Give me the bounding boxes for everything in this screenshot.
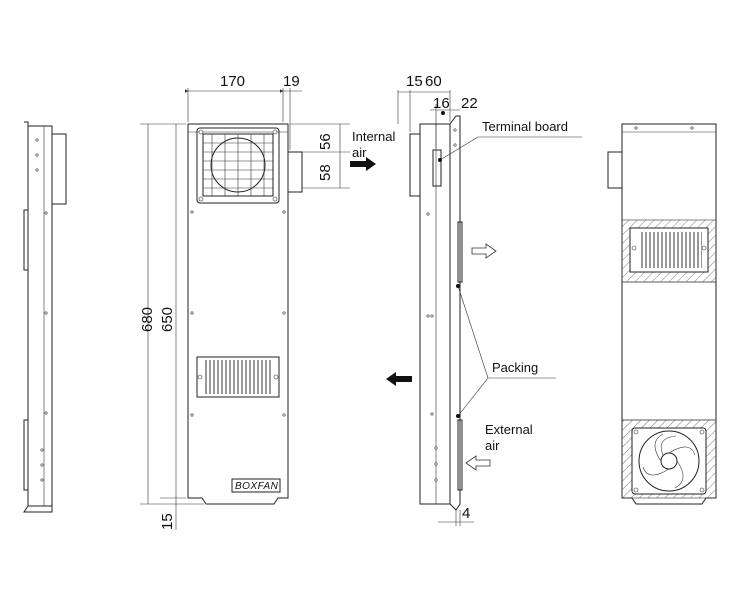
- external-air-label-1: External: [485, 422, 533, 437]
- internal-fan-profile: [409, 133, 421, 197]
- brand-label: BOXFAN: [235, 481, 279, 492]
- dim-reference-dot: [441, 111, 445, 115]
- terminal-board-label: Terminal board: [482, 119, 568, 134]
- rear-view: [607, 123, 717, 505]
- external-air-in-arrow: [465, 455, 491, 471]
- left-rail-lower: [23, 419, 29, 491]
- internal-air-in-arrow: [350, 157, 376, 171]
- dim-bottom-offset: 15: [159, 513, 176, 530]
- left-rail-upper: [23, 209, 29, 271]
- external-air-label-2: air: [485, 438, 500, 453]
- packing-label: Packing: [492, 360, 538, 375]
- callouts: Internal air Terminal board Packing Exte…: [350, 119, 582, 471]
- dim-height-inner: 650: [159, 307, 176, 332]
- dim-flange-top: 19: [283, 73, 300, 90]
- fan-housing-profile: [51, 133, 67, 205]
- dim-side-d: 22: [461, 95, 478, 112]
- brand-plate: [231, 478, 281, 493]
- terminal-board-profile: [432, 149, 442, 187]
- internal-air-label-2: air: [352, 145, 367, 160]
- side-dimensions: 15 60 16 22 4: [397, 73, 478, 526]
- internal-air-out-arrow: [386, 372, 412, 386]
- dim-height-total: 680: [139, 307, 156, 332]
- side-section-view: [409, 115, 463, 511]
- dim-side-b: 60: [425, 73, 442, 90]
- dim-width-top: 170: [220, 73, 245, 90]
- dim-side-a: 15: [406, 73, 423, 90]
- front-view: BOXFAN: [187, 123, 303, 505]
- dim-side-bottom: 4: [462, 505, 470, 522]
- top-fan: [196, 127, 280, 204]
- side-view-left: [23, 121, 67, 513]
- lower-grille: [196, 356, 280, 398]
- dim-fan-lower: 58: [317, 164, 334, 181]
- external-air-out-arrow: [471, 243, 497, 259]
- rear-side-box: [607, 151, 623, 189]
- dim-fan-upper: 56: [317, 133, 334, 150]
- fan-side-box: [287, 151, 303, 193]
- dim-side-c: 16: [433, 95, 450, 112]
- internal-air-label-1: Internal: [352, 129, 395, 144]
- front-dimensions: 170 19 56 58 680 650 15: [139, 73, 350, 530]
- rear-fan: [631, 427, 707, 495]
